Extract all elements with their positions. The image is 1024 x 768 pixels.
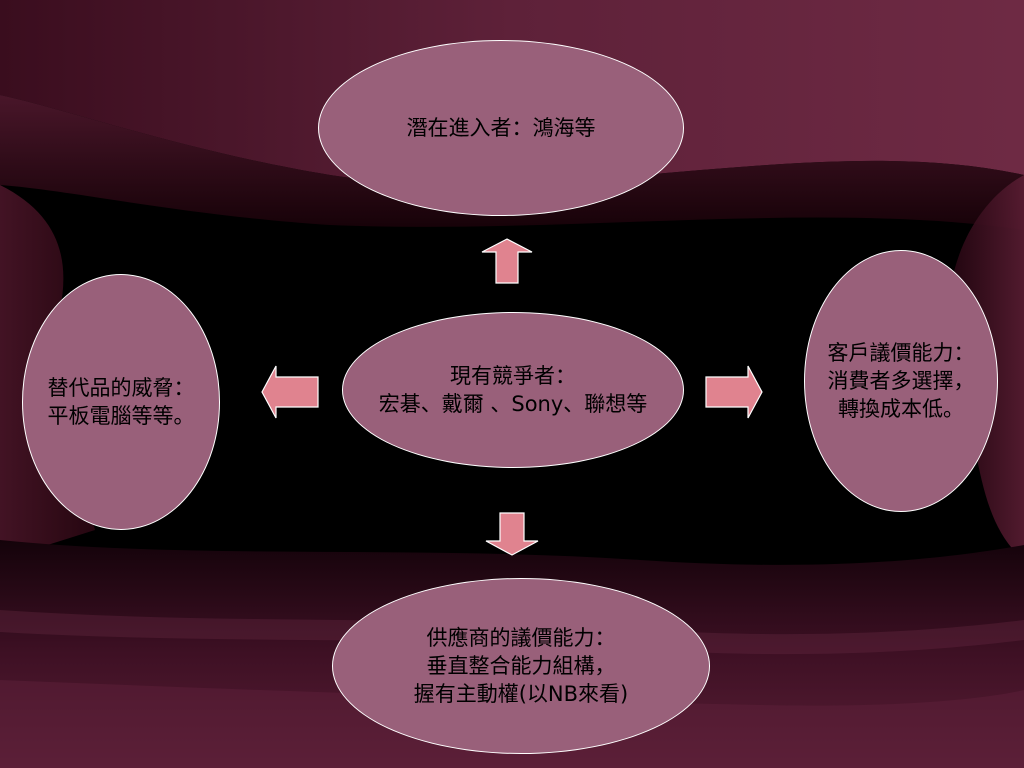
node-supplier-power: 供應商的議價能力： 垂直整合能力組構， 握有主動權(以NB來看) [332,578,710,754]
node-substitutes-threat-text: 替代品的威脅： 平板電腦等等。 [48,374,195,430]
node-line: 宏碁、戴爾 、Sony、聯想等 [378,392,648,416]
node-substitutes-threat: 替代品的威脅： 平板電腦等等。 [22,274,220,530]
node-supplier-power-text: 供應商的議價能力： 垂直整合能力組構， 握有主動權(以NB來看) [414,624,629,708]
node-line: 平板電腦等等。 [47,404,195,428]
arrow-left-icon [261,365,319,419]
node-potential-entrants-text: 潛在進入者：鴻海等 [407,114,596,142]
node-buyer-power-text: 客戶議價能力： 消費者多選擇， 轉換成本低。 [828,339,975,423]
node-line: 握有主動權(以NB來看) [413,682,629,706]
node-line: 潛在進入者：鴻海等 [406,116,596,140]
arrow-down-icon [485,512,539,556]
node-existing-competitors: 現有競爭者： 宏碁、戴爾 、Sony、聯想等 [342,312,684,468]
node-line: 現有競爭者： [450,364,576,388]
node-line: 垂直整合能力組構， [426,654,616,678]
node-line: 客戶議價能力： [827,341,975,365]
arrow-up-icon [481,238,533,284]
node-line: 替代品的威脅： [47,376,195,400]
node-potential-entrants: 潛在進入者：鴻海等 [318,40,684,216]
node-line: 供應商的議價能力： [426,626,616,650]
node-buyer-power: 客戶議價能力： 消費者多選擇， 轉換成本低。 [804,250,998,512]
node-line: 轉換成本低。 [838,397,964,421]
node-line: 消費者多選擇， [827,369,975,393]
arrow-right-icon [705,365,763,419]
node-existing-competitors-text: 現有競爭者： 宏碁、戴爾 、Sony、聯想等 [379,362,648,418]
